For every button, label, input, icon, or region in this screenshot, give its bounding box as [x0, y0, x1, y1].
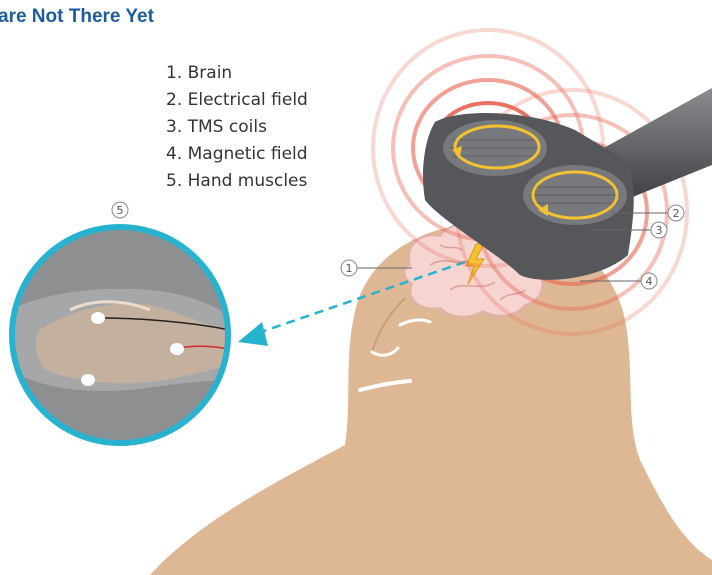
callout-brain-number: 1	[346, 262, 353, 275]
arrow-head-icon	[238, 322, 268, 346]
callout-hand-muscles: 5	[112, 202, 128, 218]
callout-magnetic-field-number: 4	[646, 275, 653, 288]
callout-hand-muscles-number: 5	[117, 204, 124, 217]
callout-electrical-field-number: 2	[673, 207, 680, 220]
hand-muscles-inset	[10, 227, 245, 443]
callout-tms-coils-number: 3	[656, 224, 663, 237]
